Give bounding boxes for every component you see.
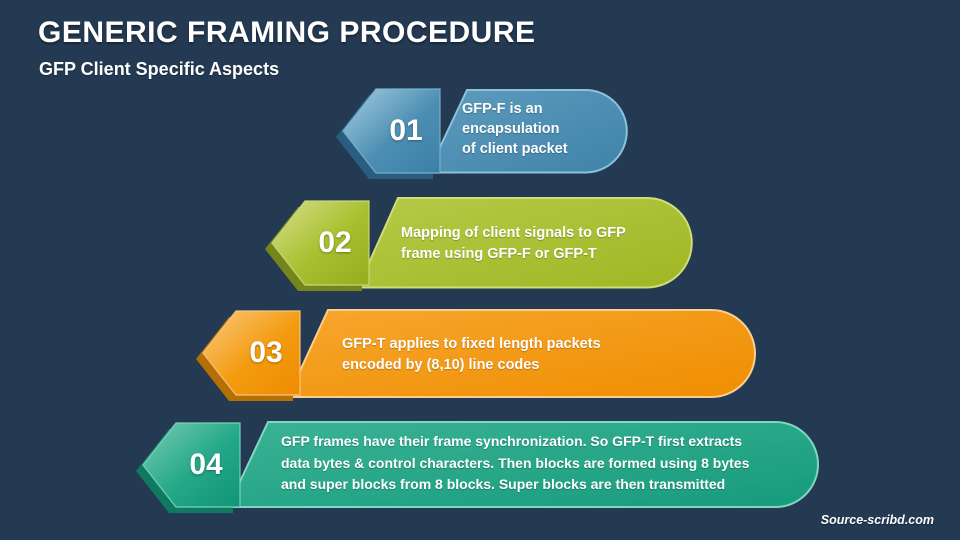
step-1-banner-shape (426, 89, 628, 174)
step-4-text-line: and super blocks from 8 blocks. Super bl… (281, 476, 726, 492)
slide-title: GENERIC FRAMING PROCEDURE (38, 16, 536, 49)
step-4-text-line: GFP frames have their frame synchronizat… (281, 433, 743, 449)
step-2-text-line: Mapping of client signals to GFP (401, 225, 626, 241)
step-2-text: Mapping of client signals to GFP frame u… (401, 223, 626, 265)
step-1-text: GFP-F is an encapsulation of client pack… (462, 99, 568, 159)
step-3-number: 03 (249, 336, 283, 369)
source-attribution: Source-scribd.com (820, 513, 934, 527)
step-1-number: 01 (389, 114, 423, 147)
step-4-number: 04 (189, 448, 223, 481)
step-2-arrow-shape (271, 200, 370, 286)
step-1-shape (336, 88, 628, 179)
step-4-text-line: data bytes & control characters. Then bl… (281, 454, 750, 471)
step-1-text-line: encapsulation (462, 121, 560, 137)
step-2-shape (265, 197, 693, 291)
step-4-banner-shape (226, 421, 820, 508)
slide-subtitle: GFP Client Specific Aspects (39, 59, 280, 79)
step-4-arrow-shape (142, 422, 241, 508)
step-1-text-line: GFP-F is an (462, 101, 543, 117)
step-4-shape (136, 421, 820, 513)
step-3-text: GFP-T applies to fixed length packets en… (342, 334, 601, 376)
step-3-text-line: GFP-T applies to fixed length packets (342, 336, 601, 352)
step-3-text-line: encoded by (8,10) line codes (342, 357, 540, 373)
step-3-shape (196, 309, 757, 401)
step-2-text-line: frame using GFP-F or GFP-T (401, 246, 597, 262)
step-4-text: GFP frames have their frame synchronizat… (281, 431, 749, 496)
step-1-arrow-shape (342, 88, 441, 174)
step-2-number: 02 (318, 226, 352, 259)
step-1-text-line: of client packet (462, 141, 568, 157)
step-3-arrow-shape (202, 310, 301, 396)
step-3-banner-shape (286, 309, 757, 398)
step-2-banner-shape (356, 197, 693, 289)
